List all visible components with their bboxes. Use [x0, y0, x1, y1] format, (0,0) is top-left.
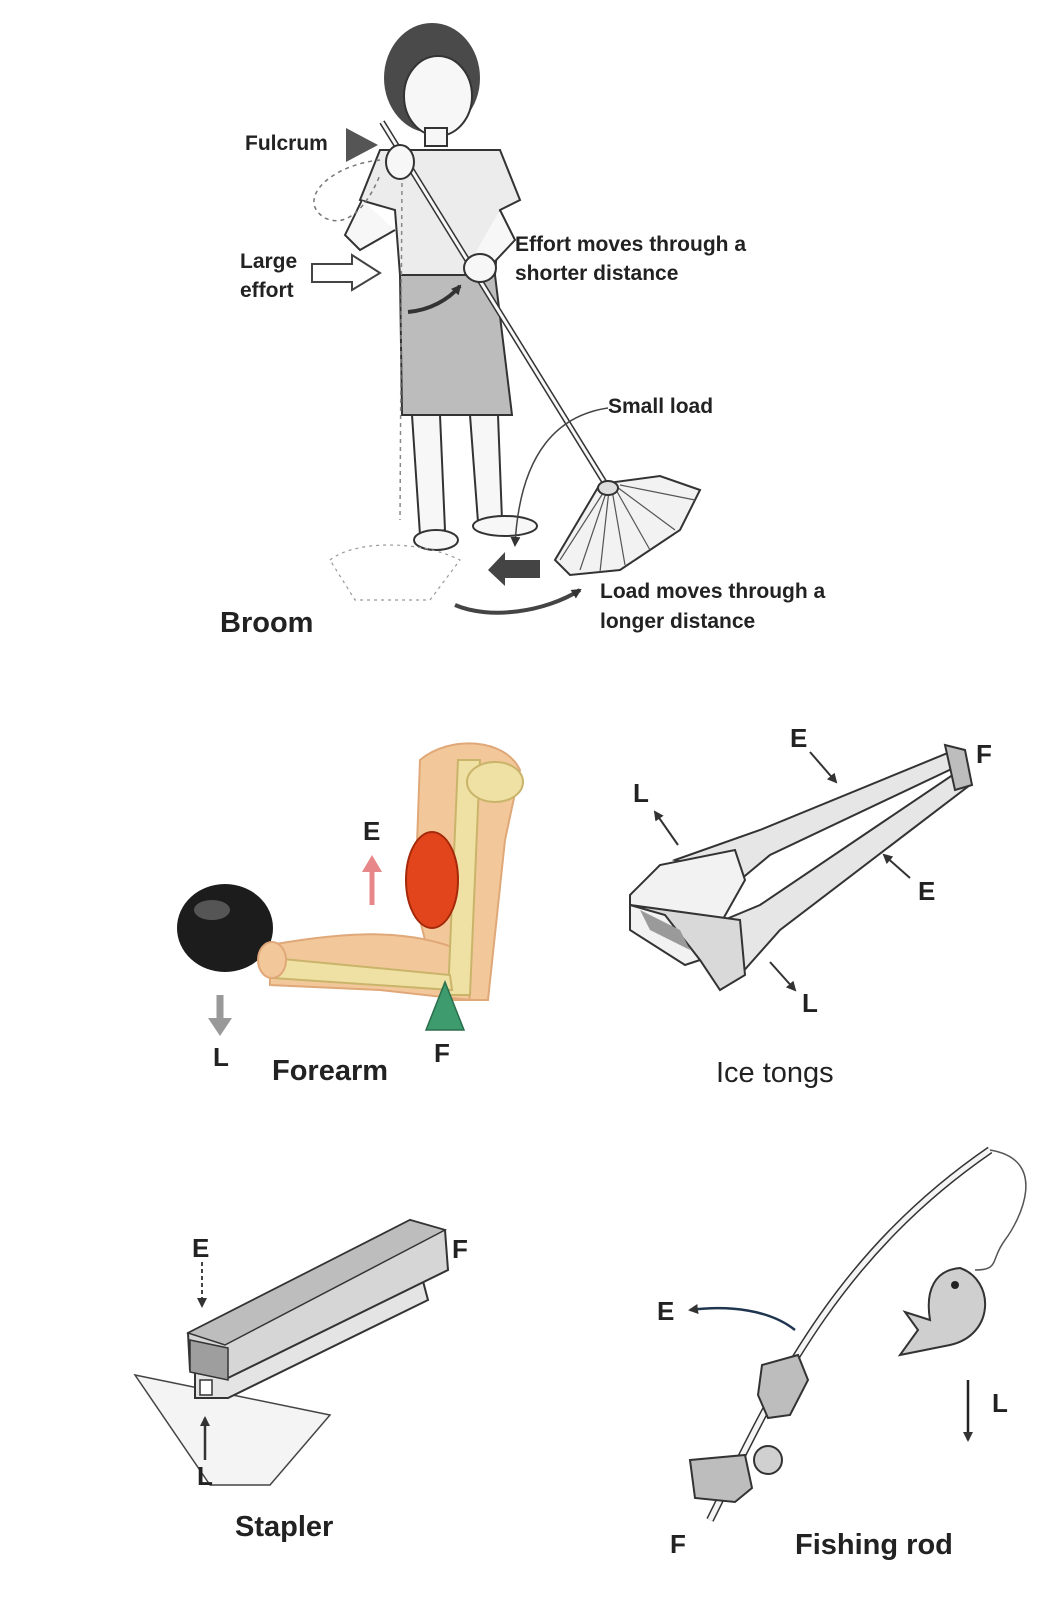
stapler-caption: Stapler — [235, 1511, 333, 1543]
tongs-load-top-label: L — [633, 778, 649, 808]
fishing-rod-caption: Fishing rod — [795, 1529, 953, 1561]
load-moves-label-line2: longer distance — [600, 610, 755, 633]
fishing-fulcrum-label: F — [670, 1529, 686, 1559]
effort-arrow-icon — [311, 253, 382, 292]
tongs-hinge — [943, 743, 974, 792]
stapler-fulcrum-label: F — [452, 1234, 468, 1264]
rod-hand — [756, 1353, 810, 1420]
broom-caption: Broom — [220, 607, 313, 639]
effort-bottom-arrow-icon — [882, 853, 911, 879]
upper-hand — [385, 144, 415, 180]
paper-sheet — [133, 1373, 332, 1486]
small-load-label: Small load — [608, 395, 713, 418]
humerus-bone — [446, 759, 482, 996]
ice-tongs-illustration — [629, 743, 974, 992]
large-effort-label-line2: effort — [240, 279, 294, 302]
small-load-pointer — [510, 407, 609, 547]
load-arrow-icon — [488, 552, 540, 586]
tongs-jaw-lower — [629, 904, 747, 992]
load-bottom-arrow-icon — [769, 961, 797, 992]
fulcrum-label: Fulcrum — [245, 132, 328, 155]
effort-curve-arrow-icon — [688, 1304, 796, 1331]
stapler-load-label: L — [197, 1461, 213, 1491]
fish-icon — [897, 1266, 986, 1357]
effort-moves-label-line2: shorter distance — [515, 262, 678, 285]
tongs-effort-bottom-label: E — [918, 876, 935, 906]
fishing-load-label: L — [992, 1388, 1008, 1418]
effort-top-arrow-icon — [809, 751, 838, 784]
fulcrum-triangle-icon — [424, 979, 466, 1031]
effort-up-arrow-icon — [362, 855, 382, 872]
tongs-effort-top-label: E — [790, 723, 807, 753]
fishing-effort-label: E — [657, 1296, 674, 1326]
stapler-illustration — [133, 1218, 450, 1486]
forearm-caption: Forearm — [272, 1055, 388, 1087]
fishing-rod-illustration — [688, 1146, 1027, 1522]
effort-curve-arrow-icon — [407, 284, 462, 314]
tongs-fulcrum-label: F — [976, 739, 992, 769]
lower-hand — [463, 253, 497, 283]
load-curve-arrow-icon — [454, 588, 582, 615]
forearm-effort-label: E — [363, 816, 380, 846]
stapler-effort-label: E — [192, 1233, 209, 1263]
person-skirt — [398, 274, 514, 416]
biceps-muscle — [405, 831, 459, 929]
load-top-arrow-icon — [653, 810, 679, 846]
tongs-load-bottom-label: L — [802, 988, 818, 1018]
forearm-load-label: L — [213, 1042, 229, 1072]
reel-icon — [753, 1445, 783, 1475]
ice-tongs-caption: Ice tongs — [716, 1057, 834, 1089]
load-down-arrow-icon — [208, 1018, 232, 1036]
fulcrum-triangle-icon — [346, 128, 378, 162]
fishing-line — [974, 1149, 1027, 1271]
load-moves-label-line1: Load moves through a — [600, 580, 826, 603]
forearm-illustration — [177, 742, 524, 1036]
person-face — [403, 55, 473, 137]
effort-moves-label-line1: Effort moves through a — [515, 233, 746, 256]
large-effort-label-line1: Large — [240, 250, 297, 273]
broom-head — [553, 474, 702, 577]
forearm-fulcrum-label: F — [434, 1038, 450, 1068]
broom-illustration — [311, 23, 702, 615]
